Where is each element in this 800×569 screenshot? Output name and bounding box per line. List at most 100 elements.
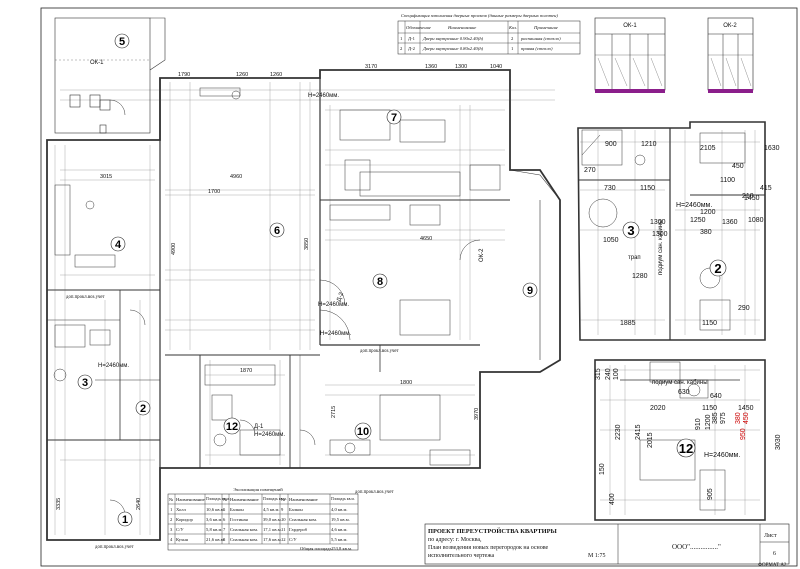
svg-text:2: 2 [511, 36, 514, 41]
company-name: ООО"................" [672, 543, 721, 551]
note-4: доп.прокл.воз.учет [355, 490, 395, 495]
svg-text:Наименование: Наименование [176, 497, 205, 502]
sheet-number: 6 [773, 551, 776, 557]
height-label-room8b: Н=2460мм. [320, 331, 351, 337]
svg-text:Балкон: Балкон [230, 507, 244, 512]
svg-text:1150: 1150 [702, 320, 717, 327]
room-number-12: 12 [223, 417, 241, 435]
dim-d12: 3970 [474, 408, 480, 420]
svg-text:Двери внутренние 0.80х2.40(h): Двери внутренние 0.80х2.40(h) [422, 46, 484, 51]
svg-text:С/У: С/У [289, 537, 297, 542]
plan-line-2: исполнительного чертежа [428, 553, 494, 559]
svg-text:950: 950 [740, 428, 747, 440]
dim-top-1: 1260 [236, 72, 248, 78]
svg-text:10,6 кв.м.: 10,6 кв.м. [206, 507, 225, 513]
doors-header-name: Наименование [447, 25, 476, 30]
dim-d2: 4960 [230, 174, 242, 180]
dim-top-5: 1300 [455, 64, 467, 70]
svg-text:7: 7 [391, 112, 397, 124]
svg-text:630: 630 [678, 389, 690, 396]
svg-text:21,6 кв.м.: 21,6 кв.м. [206, 537, 225, 543]
note-3: доп.прокл.воз.учет [95, 545, 135, 550]
note-2: доп.прокл.воз.учет [66, 295, 106, 300]
svg-text:6: 6 [223, 517, 226, 522]
svg-text:6: 6 [274, 225, 280, 237]
scale-label: М 1:75 [588, 553, 606, 559]
dim-top-6: 1040 [490, 64, 502, 70]
main-plan [46, 17, 561, 541]
svg-text:1280: 1280 [632, 273, 648, 280]
svg-text:1150: 1150 [640, 185, 655, 192]
dim-d8: 2640 [136, 498, 142, 510]
svg-text:7: 7 [223, 527, 226, 532]
svg-text:2105: 2105 [700, 145, 716, 152]
svg-text:правая (стекло): правая (стекло) [521, 46, 553, 51]
svg-text:905: 905 [707, 488, 714, 500]
svg-text:315: 315 [595, 368, 602, 380]
detail-3-2-podium: подиум сан. кабины [658, 219, 664, 275]
svg-text:1360: 1360 [722, 219, 738, 226]
svg-text:1: 1 [170, 507, 173, 512]
explication-total-label: Общая площадь [300, 546, 332, 551]
svg-text:3: 3 [82, 377, 88, 389]
svg-text:150: 150 [599, 463, 606, 475]
window-ok1: ОК-1 [594, 17, 666, 93]
main-plan-labels: ОК-1 ОК-2 Д-1 Д-2 Н=2460мм. Н=2460мм. Н=… [66, 60, 485, 550]
svg-text:1: 1 [122, 514, 128, 526]
svg-text:9: 9 [527, 285, 533, 297]
dim-top-0: 1790 [178, 72, 190, 78]
dim-d5: 4900 [171, 243, 177, 255]
svg-text:385: 385 [712, 412, 719, 424]
svg-text:распашная (стекло): распашная (стекло) [520, 36, 561, 41]
svg-text:2415: 2415 [635, 424, 642, 440]
svg-text:Гостиная: Гостиная [230, 517, 249, 522]
svg-text:5,8 кв.м.: 5,8 кв.м. [206, 527, 223, 533]
sheet-frame [40, 7, 798, 567]
svg-text:3030: 3030 [775, 434, 782, 450]
format-label: ФОРМАТ А2 [758, 563, 787, 568]
svg-text:1050: 1050 [603, 237, 619, 244]
svg-text:Балкон: Балкон [289, 507, 303, 512]
svg-text:1885: 1885 [620, 320, 636, 327]
detail-3-2-labels: 3 2 Н=2460мм. трап подиум сан. кабины 90… [584, 141, 780, 327]
svg-text:4,6 кв.м.: 4,6 кв.м. [331, 527, 348, 533]
detail-3-2-height: Н=2460мм. [676, 202, 712, 209]
svg-text:Площадь кв.м.: Площадь кв.м. [206, 497, 230, 501]
explication-title: Экспликация помещений [233, 487, 283, 492]
svg-text:1300: 1300 [652, 231, 668, 238]
svg-text:Спальная ком.: Спальная ком. [230, 537, 258, 542]
dim-d4: 3015 [100, 174, 112, 180]
svg-text:1080: 1080 [748, 217, 764, 224]
doors-header-note: Примечание [533, 25, 558, 30]
dim-d6: 3850 [304, 238, 310, 250]
svg-text:Наименование: Наименование [230, 497, 259, 502]
svg-text:С/У: С/У [176, 527, 184, 532]
svg-text:400: 400 [609, 493, 616, 505]
doors-header-qty: Кол. [508, 25, 517, 30]
svg-text:8: 8 [377, 276, 383, 288]
dim-top-4: 1360 [425, 64, 437, 70]
dim-d1: 1700 [208, 189, 220, 195]
svg-text:1100: 1100 [720, 177, 735, 184]
height-label-room8a: Н=2460мм. [318, 302, 349, 308]
dim-d11: 2715 [331, 406, 337, 418]
window-ok2: ОК-2 [707, 17, 754, 93]
dim-d7: 3335 [56, 498, 62, 510]
room-number-10: 10 [354, 422, 372, 440]
svg-text:Д-2: Д-2 [408, 46, 416, 51]
svg-text:4,0 кв.м.: 4,0 кв.м. [331, 507, 348, 513]
svg-text:Холл: Холл [176, 507, 187, 512]
svg-text:№: № [281, 497, 286, 502]
doors-table-title: Спецификация заполнения дверных проемов … [401, 13, 558, 18]
svg-text:2020: 2020 [650, 405, 666, 412]
svg-text:ОК-1: ОК-1 [623, 23, 637, 29]
svg-text:4: 4 [115, 239, 122, 251]
svg-text:2: 2 [140, 403, 146, 415]
detail-12-labels: 12 Н=2460мм. подиум сан. кабины 2020 115… [595, 368, 782, 505]
svg-text:1: 1 [400, 36, 403, 41]
svg-text:1150: 1150 [702, 405, 717, 412]
height-label-room12: Н=2460мм. [254, 432, 285, 438]
dim-top-2: 1260 [270, 72, 282, 78]
svg-text:ОК-2: ОК-2 [723, 23, 737, 29]
svg-text:1630: 1630 [764, 145, 780, 152]
